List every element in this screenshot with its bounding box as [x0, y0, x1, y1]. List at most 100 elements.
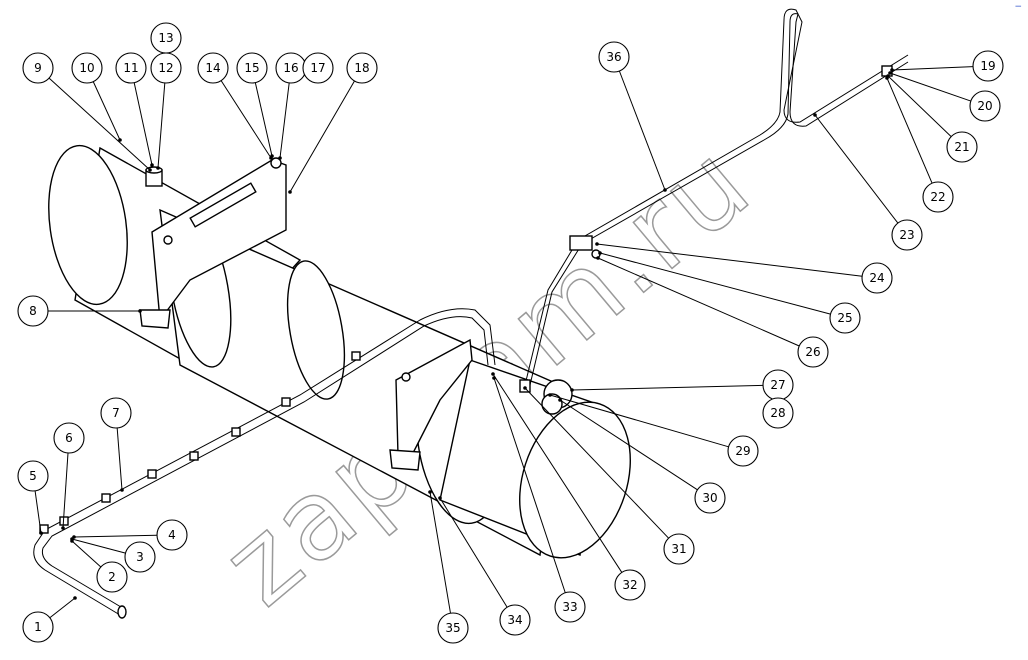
callout-16: 16: [275, 52, 307, 84]
callout-4: 4: [156, 519, 188, 551]
callout-circle: [302, 52, 334, 84]
callout-circle: [946, 131, 978, 163]
callout-circle: [829, 302, 861, 334]
callout-circle: [17, 460, 49, 492]
callout-circle: [346, 52, 378, 84]
callout-33: 33: [554, 591, 586, 623]
callout-number: 25: [837, 311, 852, 325]
callout-9: 9: [22, 52, 54, 84]
callout-number: 6: [65, 431, 73, 445]
callout-number: 17: [310, 61, 325, 75]
leader-line-20: [889, 72, 971, 102]
callout-34: 34: [499, 604, 531, 636]
leader-line-1: [49, 597, 76, 619]
callout-circle: [96, 561, 128, 593]
callout-number: 34: [507, 613, 522, 627]
callout-number: 23: [899, 228, 914, 242]
callout-32: 32: [614, 569, 646, 601]
callout-27: 27: [762, 369, 794, 401]
leader-line-29: [549, 394, 729, 448]
leader-arrow-20: [888, 71, 892, 75]
leader-arrow-30: [558, 398, 562, 402]
callout-circle: [17, 295, 49, 327]
leader-line-36: [618, 70, 666, 191]
leader-line-9: [48, 77, 151, 171]
callout-number: 28: [770, 406, 785, 420]
leader-line-7: [116, 427, 123, 491]
callout-number: 26: [805, 345, 820, 359]
callout-number: 8: [29, 304, 37, 318]
callout-number: 5: [29, 469, 37, 483]
callout-number: 27: [770, 378, 785, 392]
callout-29: 29: [727, 435, 759, 467]
leader-arrow-26: [596, 256, 600, 260]
corner-mark: −: [1014, 2, 1022, 12]
leader-line-15: [254, 82, 273, 157]
callout-28: 28: [762, 397, 794, 429]
leader-line-33: [493, 377, 566, 593]
leader-line-30: [559, 399, 698, 491]
leader-arrow-16: [278, 156, 282, 160]
callout-35: 35: [437, 612, 469, 644]
callout-circle: [22, 611, 54, 643]
leader-arrow-19: [890, 68, 894, 72]
leader-line-3: [71, 538, 126, 554]
leader-arrow-18: [288, 190, 292, 194]
callout-number: 29: [735, 444, 750, 458]
callout-number: 15: [244, 61, 259, 75]
left-bracket: [139, 157, 287, 329]
callout-17: 17: [302, 52, 334, 84]
callout-20: 20: [969, 90, 1001, 122]
callout-6: 6: [53, 422, 85, 454]
callout-number: 2: [108, 570, 116, 584]
callout-number: 3: [136, 550, 144, 564]
callout-circle: [598, 41, 630, 73]
leader-arrow-15: [270, 154, 274, 158]
callout-number: 31: [671, 542, 686, 556]
callout-circle: [969, 90, 1001, 122]
callout-circle: [236, 52, 268, 84]
callout-circle: [22, 52, 54, 84]
leader-arrow-36: [663, 188, 667, 192]
leader-arrow-33: [492, 376, 496, 380]
fuel-pipe-left: [33, 308, 496, 619]
leader-arrow-8: [138, 309, 142, 313]
callout-number: 19: [980, 59, 995, 73]
callout-30: 30: [694, 482, 726, 514]
leader-arrow-5: [39, 531, 43, 535]
callout-12: 12: [150, 52, 182, 84]
callout-25: 25: [829, 302, 861, 334]
leader-line-24: [596, 243, 863, 277]
callout-number: 18: [354, 61, 369, 75]
callout-circle: [53, 422, 85, 454]
callout-11: 11: [115, 52, 147, 84]
callout-circle: [115, 52, 147, 84]
callout-circle: [762, 397, 794, 429]
callout-circle: [499, 604, 531, 636]
leader-line-22: [886, 77, 933, 184]
callout-26: 26: [797, 336, 829, 368]
leader-arrow-32: [491, 372, 495, 376]
callout-circle: [554, 591, 586, 623]
callout-number: 30: [702, 491, 717, 505]
callout-22: 22: [922, 181, 954, 213]
leader-arrow-4: [72, 535, 76, 539]
leader-line-26: [597, 257, 800, 347]
leader-line-6: [62, 452, 69, 529]
leader-line-35: [429, 491, 451, 614]
leader-line-23: [814, 114, 899, 224]
leader-line-34: [439, 497, 508, 608]
callout-circle: [922, 181, 954, 213]
fuel-pipe-right: [524, 8, 909, 386]
callout-number: 4: [168, 528, 176, 542]
callout-24: 24: [861, 262, 893, 294]
callout-number: 12: [158, 61, 173, 75]
callout-circle: [437, 612, 469, 644]
callout-19: 19: [972, 50, 1004, 82]
callout-circle: [71, 52, 103, 84]
leader-line-4: [73, 534, 158, 538]
callout-circle: [124, 541, 156, 573]
callout-1: 1: [22, 611, 54, 643]
